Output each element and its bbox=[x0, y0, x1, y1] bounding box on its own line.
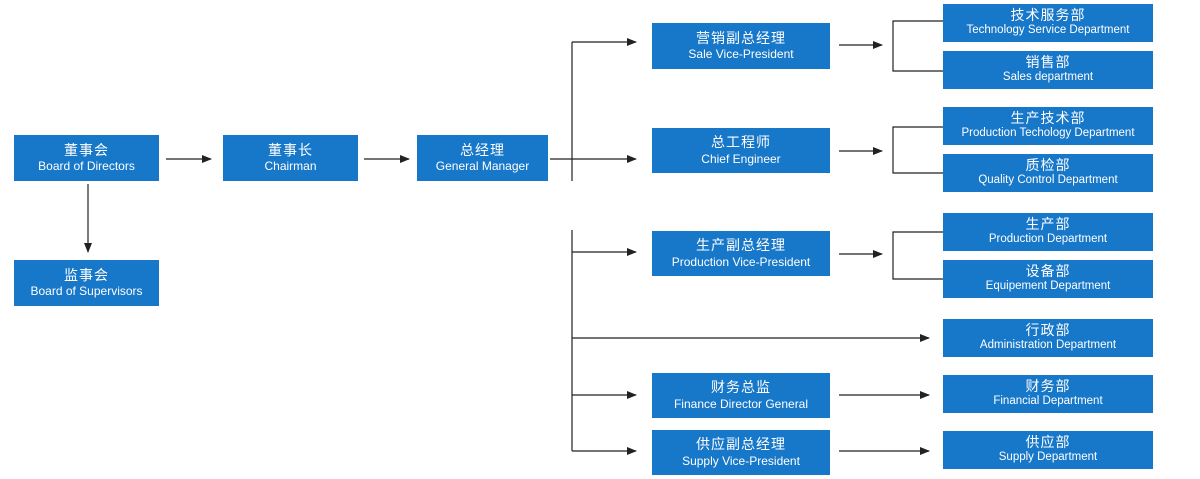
production-technology-department-box: 生产技术部 Production Techology Department bbox=[943, 107, 1153, 145]
node-label-zh: 技术服务部 bbox=[1010, 7, 1086, 24]
financial-department-box: 财务部 Financial Department bbox=[943, 375, 1153, 413]
board-of-directors-box: 董事会 Board of Directors bbox=[14, 135, 159, 181]
supply-department-box: 供应部 Supply Department bbox=[943, 431, 1153, 469]
node-label-zh: 董事长 bbox=[268, 142, 313, 159]
quality-control-department-box: 质检部 Quality Control Department bbox=[943, 154, 1153, 192]
node-label-zh: 总工程师 bbox=[711, 135, 771, 152]
technology-service-department-box: 技术服务部 Technology Service Department bbox=[943, 4, 1153, 42]
node-label-zh: 营销副总经理 bbox=[696, 30, 786, 47]
node-label-en: Board of Supervisors bbox=[30, 284, 143, 299]
sale-vice-president-box: 营销副总经理 Sale Vice-President bbox=[652, 23, 830, 69]
finance-director-box: 财务总监 Finance Director General bbox=[652, 373, 830, 418]
node-label-zh: 质检部 bbox=[1025, 157, 1071, 174]
bracket-technical-group bbox=[892, 126, 943, 174]
administration-department-box: 行政部 Administration Department bbox=[943, 319, 1153, 357]
node-label-zh: 销售部 bbox=[1025, 54, 1071, 71]
node-label-en: Supply Vice-President bbox=[682, 453, 800, 468]
node-label-en: Chairman bbox=[264, 159, 317, 174]
node-label-en: Technology Service Department bbox=[966, 24, 1130, 37]
node-label-en: Production Department bbox=[988, 233, 1108, 246]
node-label-zh: 供应部 bbox=[1025, 434, 1071, 451]
bracket-production-group bbox=[892, 231, 943, 280]
node-label-zh: 生产副总经理 bbox=[696, 238, 786, 255]
node-label-zh: 供应副总经理 bbox=[696, 437, 786, 454]
node-label-en: Administration Department bbox=[979, 339, 1117, 352]
node-label-zh: 财务总监 bbox=[711, 380, 771, 397]
node-label-zh: 总经理 bbox=[460, 142, 505, 159]
supply-vice-president-box: 供应副总经理 Supply Vice-President bbox=[652, 430, 830, 475]
node-label-en: Equipement Department bbox=[985, 280, 1111, 293]
node-label-en: Production Techology Department bbox=[961, 127, 1135, 140]
node-label-en: Sales department bbox=[1002, 71, 1094, 84]
node-label-zh: 监事会 bbox=[64, 267, 109, 284]
bracket-sales-group bbox=[892, 20, 943, 72]
node-label-zh: 财务部 bbox=[1025, 378, 1071, 395]
production-department-box: 生产部 Production Department bbox=[943, 213, 1153, 251]
node-label-en: Supply Department bbox=[998, 451, 1098, 464]
node-label-en: Sale Vice-President bbox=[688, 47, 794, 62]
board-of-supervisors-box: 监事会 Board of Supervisors bbox=[14, 260, 159, 306]
node-label-en: Financial Department bbox=[993, 395, 1103, 408]
equipment-department-box: 设备部 Equipement Department bbox=[943, 260, 1153, 298]
node-label-en: Quality Control Department bbox=[978, 174, 1118, 187]
node-label-en: Chief Engineer bbox=[701, 151, 781, 166]
chairman-box: 董事长 Chairman bbox=[223, 135, 358, 181]
node-label-zh: 设备部 bbox=[1025, 263, 1071, 280]
node-label-zh: 生产技术部 bbox=[1010, 110, 1086, 127]
node-label-zh: 行政部 bbox=[1025, 322, 1071, 339]
node-label-zh: 生产部 bbox=[1025, 216, 1071, 233]
node-label-en: Board of Directors bbox=[38, 159, 135, 174]
node-label-zh: 董事会 bbox=[64, 142, 109, 159]
production-vice-president-box: 生产副总经理 Production Vice-President bbox=[652, 231, 830, 276]
node-label-en: Finance Director General bbox=[673, 396, 809, 411]
sales-department-box: 销售部 Sales department bbox=[943, 51, 1153, 89]
node-label-en: General Manager bbox=[435, 159, 530, 174]
node-label-en: Production Vice-President bbox=[671, 254, 811, 269]
chief-engineer-box: 总工程师 Chief Engineer bbox=[652, 128, 830, 173]
general-manager-box: 总经理 General Manager bbox=[417, 135, 548, 181]
